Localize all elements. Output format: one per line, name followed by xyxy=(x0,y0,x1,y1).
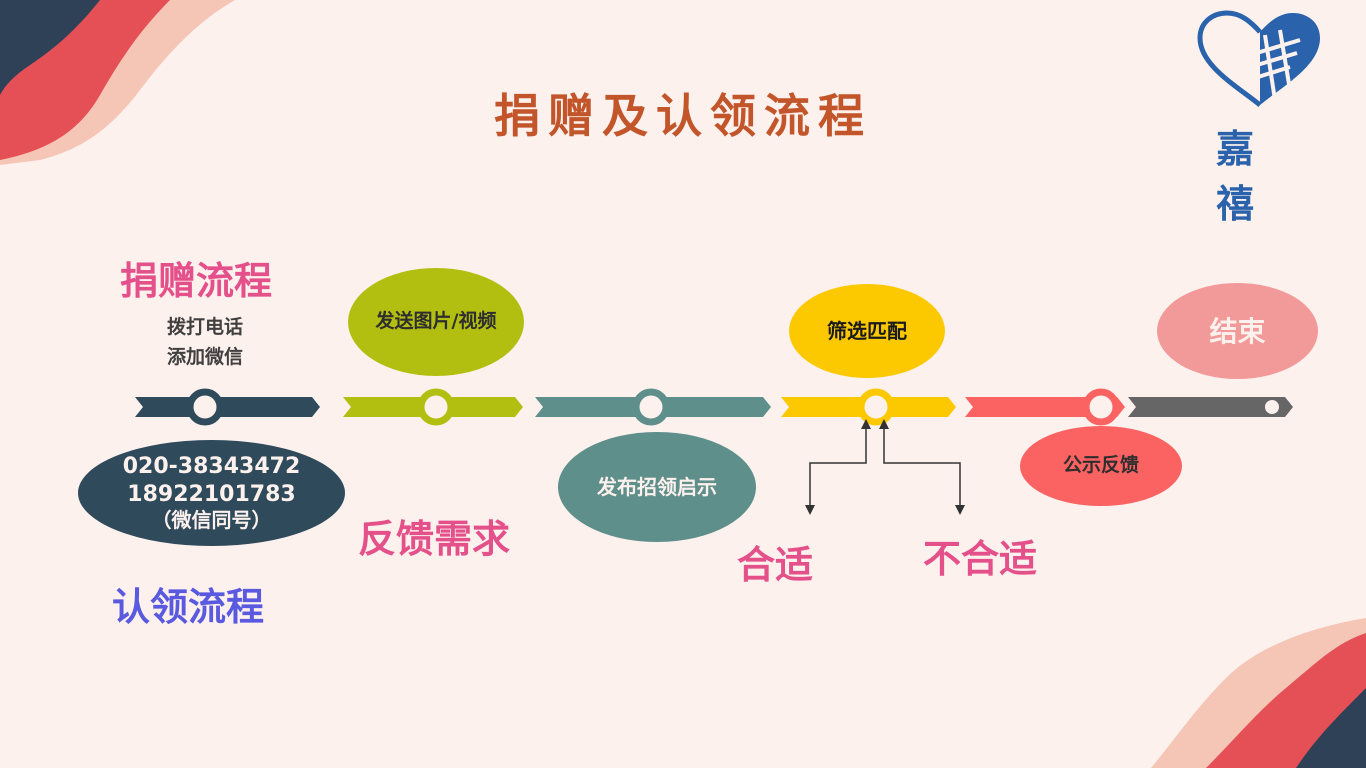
corner-decoration-bottom-right xyxy=(1151,618,1366,768)
brand-name: 嘉 禧 xyxy=(1215,127,1304,226)
timeline-node-3 xyxy=(632,388,670,426)
publish-notice-step: 发布招领启示 xyxy=(558,432,756,542)
timeline-node-6 xyxy=(1263,398,1281,416)
timeline-segment-gray xyxy=(1128,397,1293,417)
suitable-label: 合适 xyxy=(737,543,814,587)
contact-method-text: 拨打电话 添加微信 xyxy=(145,312,265,373)
send-media-step: 发送图片/视频 xyxy=(348,268,524,376)
heart-grid-logo-icon xyxy=(1197,10,1320,107)
end-step: 结束 xyxy=(1157,283,1318,379)
public-feedback-step: 公示反馈 xyxy=(1020,426,1182,506)
unsuitable-label: 不合适 xyxy=(923,537,1038,581)
branch-connectors xyxy=(805,419,965,515)
contact-phone-2: 18922101783 xyxy=(127,481,296,507)
timeline-segment-navy xyxy=(135,397,320,417)
corner-decoration-top-left xyxy=(0,0,235,165)
donation-process-label: 捐赠流程 xyxy=(120,259,273,303)
contact-method-line1: 拨打电话 xyxy=(166,316,243,338)
contact-phone-1: 020-38343472 xyxy=(122,454,301,479)
timeline-node-1 xyxy=(186,388,224,426)
contact-method-line2: 添加微信 xyxy=(166,346,243,369)
contact-ellipse: 020-38343472 18922101783 （微信同号） xyxy=(78,440,345,546)
timeline-node-4 xyxy=(857,388,895,426)
timeline-node-5 xyxy=(1082,388,1120,426)
feedback-need-label: 反馈需求 xyxy=(358,517,511,561)
contact-note: （微信同号） xyxy=(151,508,272,532)
timeline-node-2 xyxy=(417,388,455,426)
timeline xyxy=(135,388,1293,426)
page-title: 捐赠及认领流程 xyxy=(494,89,872,143)
screen-match-step: 筛选匹配 xyxy=(789,284,945,378)
claim-process-label: 认领流程 xyxy=(112,585,265,629)
